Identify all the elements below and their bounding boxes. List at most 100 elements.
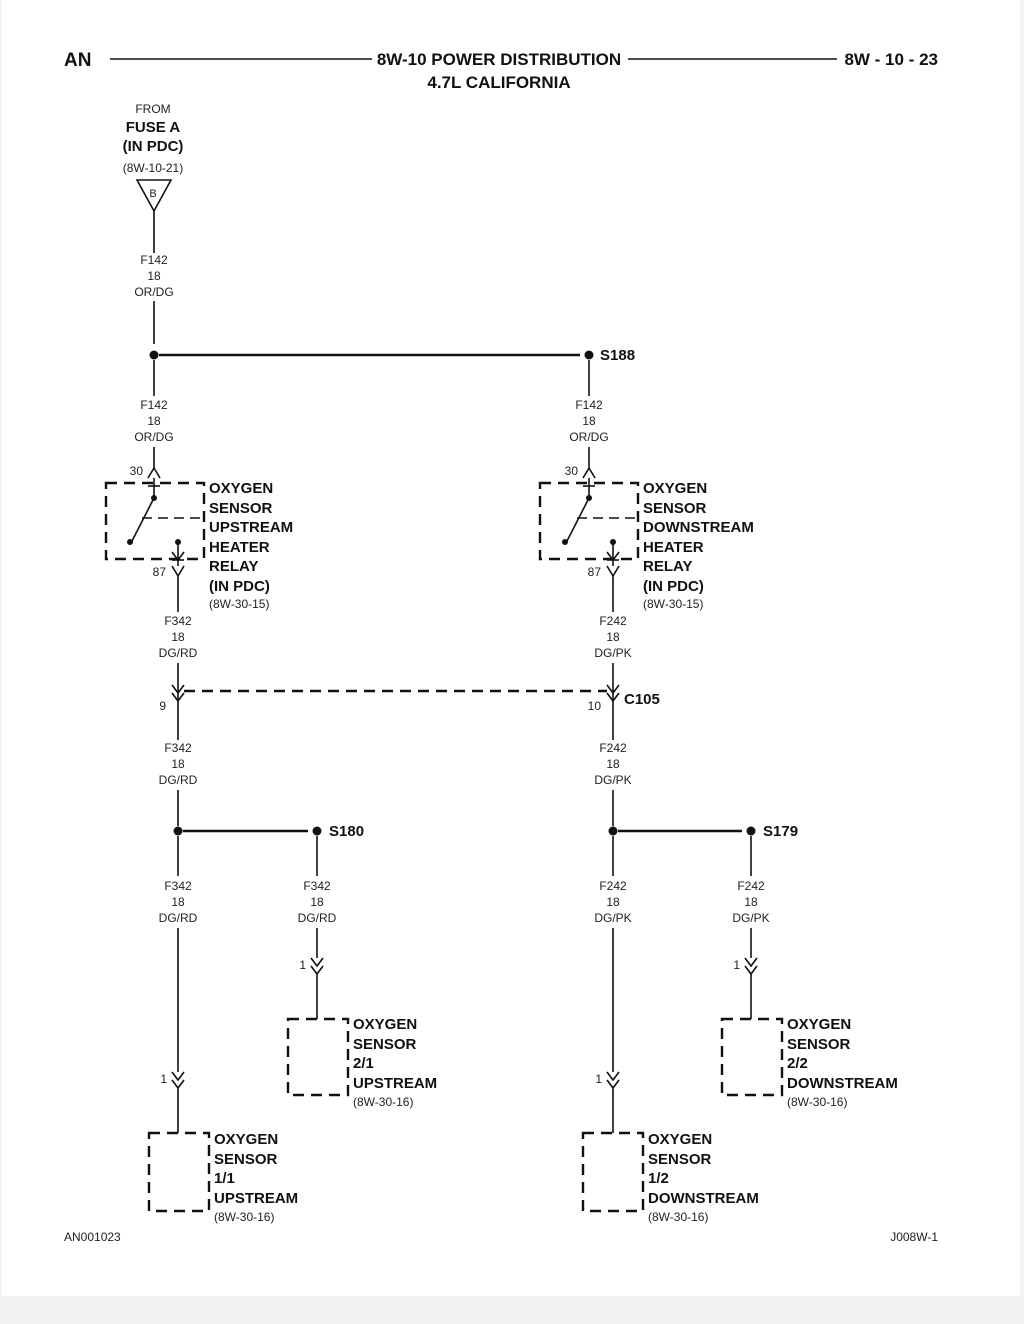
wire-right-below-c105-color: DG/PK bbox=[594, 773, 631, 787]
sensor-2-2-line3: 2/2 bbox=[787, 1055, 808, 1072]
wire-left-below-c105-circuit: F342 bbox=[164, 741, 192, 755]
sensor-2-2: 1 OXYGEN SENSOR 2/2 DOWNSTREAM (8W-30-16… bbox=[720, 957, 898, 1109]
connector-c105-left-pin: 9 bbox=[159, 699, 166, 713]
relay-upstream-switch-arm bbox=[131, 497, 155, 542]
relay-upstream-line5: RELAY bbox=[209, 558, 258, 575]
relay-downstream: 30 87 OXYGEN SENSOR DOWNSTREAM HEATER RE… bbox=[538, 464, 754, 611]
page: AN 8W-10 POWER DISTRIBUTION 4.7L CALIFOR… bbox=[2, 0, 1020, 1296]
relay-upstream-pin-out: 87 bbox=[153, 565, 167, 579]
splice-s188-dot bbox=[584, 350, 594, 360]
wire-left-relay-out-circuit: F342 bbox=[164, 614, 192, 628]
wire-right-relay-out-circuit: F242 bbox=[599, 614, 627, 628]
sensor-2-2-line1: OXYGEN bbox=[787, 1016, 851, 1033]
wire-left-below-c105-gauge: 18 bbox=[171, 757, 185, 771]
source-location: (IN PDC) bbox=[123, 138, 184, 155]
relay-downstream-line4: HEATER bbox=[643, 539, 704, 556]
splice-s179-dot bbox=[746, 826, 756, 836]
wire-left-branch-gauge: 18 bbox=[310, 895, 324, 909]
relay-upstream-line6: (IN PDC) bbox=[209, 578, 270, 595]
sensor-2-1: 1 OXYGEN SENSOR 2/1 UPSTREAM (8W-30-16) bbox=[286, 957, 437, 1109]
splice-s180-dot bbox=[312, 826, 322, 836]
wire-right-down-color: DG/PK bbox=[594, 911, 631, 925]
sensor-1-2-pin: 1 bbox=[595, 1072, 602, 1086]
sensor-1-2-line4: DOWNSTREAM bbox=[648, 1190, 759, 1207]
wire-right-branch-gauge: 18 bbox=[744, 895, 758, 909]
sensor-1-2: 1 OXYGEN SENSOR 1/2 DOWNSTREAM (8W-30-16… bbox=[581, 1071, 759, 1224]
sensor-2-2-pin: 1 bbox=[733, 958, 740, 972]
wire-left-relay-out-gauge: 18 bbox=[171, 630, 185, 644]
wire-right-below-c105-circuit: F242 bbox=[599, 741, 627, 755]
header-title: 8W-10 POWER DISTRIBUTION bbox=[377, 50, 621, 69]
wire-left-below-c105-color: DG/RD bbox=[159, 773, 198, 787]
viewer-bottom-band bbox=[0, 1296, 1024, 1324]
source-from: FROM bbox=[135, 102, 170, 116]
wire-right-relay-in-circuit: F142 bbox=[575, 398, 603, 412]
splice-left-junction-dot bbox=[173, 826, 183, 836]
splice-s180-label: S180 bbox=[329, 823, 364, 840]
wire-left-down-gauge: 18 bbox=[171, 895, 185, 909]
relay-downstream-line2: SENSOR bbox=[643, 500, 707, 517]
connector-c105: 9 10 C105 bbox=[159, 684, 660, 713]
wire-right-relay-in-color: OR/DG bbox=[569, 430, 608, 444]
wire-left-relay-in-color: OR/DG bbox=[134, 430, 173, 444]
wire-top-color: OR/DG bbox=[134, 285, 173, 299]
connector-c105-label: C105 bbox=[624, 691, 660, 708]
sensor-1-1-line3: 1/1 bbox=[214, 1170, 235, 1187]
wire-left-relay-out-color: DG/RD bbox=[159, 646, 198, 660]
wire-right-branch-circuit: F242 bbox=[737, 879, 765, 893]
header-left: AN bbox=[64, 50, 91, 71]
relay-upstream-line2: SENSOR bbox=[209, 500, 273, 517]
sensor-1-2-box bbox=[581, 1131, 645, 1213]
wire-right-relay-in-gauge: 18 bbox=[582, 414, 596, 428]
footer-right: J008W-1 bbox=[890, 1230, 938, 1244]
relay-upstream-line4: HEATER bbox=[209, 539, 270, 556]
sensor-2-2-box bbox=[720, 1017, 784, 1097]
splice-dot-left bbox=[149, 350, 159, 360]
relay-downstream-line6: (IN PDC) bbox=[643, 578, 704, 595]
sensor-1-2-line2: SENSOR bbox=[648, 1151, 712, 1168]
sensor-2-1-line1: OXYGEN bbox=[353, 1016, 417, 1033]
sensor-2-1-line4: UPSTREAM bbox=[353, 1075, 437, 1092]
relay-upstream-pin30-icon bbox=[147, 466, 161, 479]
relay-downstream-box bbox=[538, 481, 640, 561]
wire-right-branch-color: DG/PK bbox=[732, 911, 769, 925]
splice-s188-label: S188 bbox=[600, 347, 635, 364]
relay-upstream-box bbox=[104, 481, 206, 561]
sensor-1-1-ref: (8W-30-16) bbox=[214, 1210, 274, 1224]
relay-downstream-line3: DOWNSTREAM bbox=[643, 519, 754, 536]
relay-upstream-ref: (8W-30-15) bbox=[209, 597, 269, 611]
wire-left-relay-in-gauge: 18 bbox=[147, 414, 161, 428]
wire-left-down-color: DG/RD bbox=[159, 911, 198, 925]
sensor-2-2-ref: (8W-30-16) bbox=[787, 1095, 847, 1109]
relay-downstream-ref: (8W-30-15) bbox=[643, 597, 703, 611]
wire-top-circuit: F142 bbox=[140, 253, 168, 267]
relay-upstream-line1: OXYGEN bbox=[209, 480, 273, 497]
source-ref: (8W-10-21) bbox=[123, 161, 183, 175]
sensor-1-2-line1: OXYGEN bbox=[648, 1131, 712, 1148]
splice-right-junction-dot bbox=[608, 826, 618, 836]
relay-downstream-pin-in: 30 bbox=[565, 464, 579, 478]
source-connector-icon bbox=[135, 179, 173, 213]
wire-right-relay-out-gauge: 18 bbox=[606, 630, 620, 644]
sensor-2-1-box bbox=[286, 1017, 350, 1097]
relay-downstream-pin30-icon bbox=[582, 466, 596, 479]
relay-downstream-switch-arm bbox=[566, 497, 590, 542]
sensor-2-1-ref: (8W-30-16) bbox=[353, 1095, 413, 1109]
relay-upstream-line3: UPSTREAM bbox=[209, 519, 293, 536]
header-page-ref: 8W - 10 - 23 bbox=[844, 50, 938, 69]
wire-top-gauge: 18 bbox=[147, 269, 161, 283]
wire-left-relay-in-circuit: F142 bbox=[140, 398, 168, 412]
sensor-2-1-line2: SENSOR bbox=[353, 1036, 417, 1053]
relay-downstream-pin-out: 87 bbox=[588, 565, 602, 579]
footer-left: AN001023 bbox=[64, 1230, 121, 1244]
sensor-2-1-line3: 2/1 bbox=[353, 1055, 374, 1072]
wiring-diagram: AN 8W-10 POWER DISTRIBUTION 4.7L CALIFOR… bbox=[64, 50, 938, 1244]
sensor-1-1-line4: UPSTREAM bbox=[214, 1190, 298, 1207]
wire-left-down-circuit: F342 bbox=[164, 879, 192, 893]
sensor-1-1-line2: SENSOR bbox=[214, 1151, 278, 1168]
connector-c105-right-pin: 10 bbox=[588, 699, 602, 713]
sensor-1-2-ref: (8W-30-16) bbox=[648, 1210, 708, 1224]
wire-left-branch-color: DG/RD bbox=[298, 911, 337, 925]
sensor-1-2-line3: 1/2 bbox=[648, 1170, 669, 1187]
relay-upstream-pin-in: 30 bbox=[130, 464, 144, 478]
